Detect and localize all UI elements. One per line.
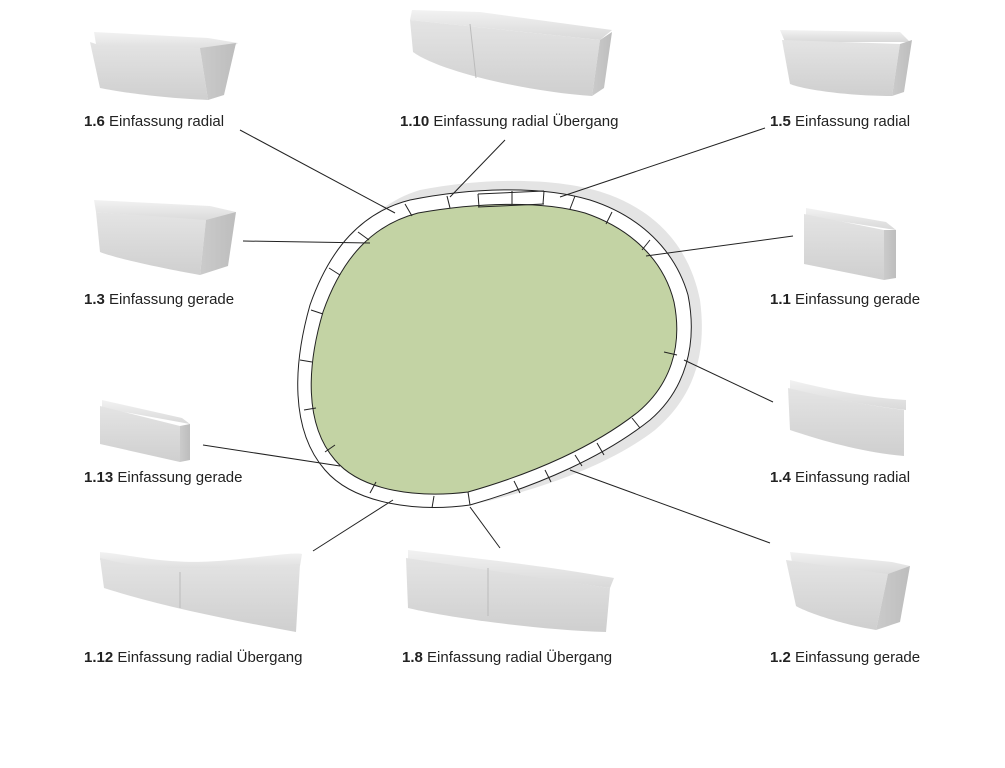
stone-1-12 [100, 552, 302, 632]
leader-1-12 [312, 499, 394, 552]
leader-1-2 [569, 469, 771, 544]
curb-joints [299, 190, 678, 509]
stone-1-8 [406, 550, 614, 632]
stone-1-2 [786, 552, 910, 630]
label-1-5: 1.5 Einfassung radial [770, 113, 911, 130]
stone-1-1 [804, 208, 896, 280]
planting-bed [310, 203, 678, 495]
stone-1-4 [788, 380, 906, 456]
label-1-2: 1.2 Einfassung gerade [770, 649, 921, 666]
label-1-13: 1.13 Einfassung gerade [84, 469, 243, 486]
leader-1-3 [242, 240, 371, 244]
stone-1-5 [780, 30, 912, 96]
leader-1-5 [559, 127, 766, 198]
leader-1-13 [202, 444, 341, 467]
leader-1-8 [469, 506, 501, 549]
leader-1-6 [239, 129, 396, 214]
label-1-10: 1.10 Einfassung radial Übergang [400, 113, 619, 130]
label-1-1: 1.1 Einfassung gerade [770, 291, 921, 308]
leader-1-4 [683, 359, 774, 403]
stone-1-10 [410, 10, 612, 96]
stone-1-13 [100, 400, 190, 462]
label-1-8: 1.8 Einfassung radial Übergang [402, 649, 613, 666]
label-1-3: 1.3 Einfassung gerade [84, 291, 235, 308]
leader-1-10 [449, 139, 506, 198]
stone-1-3 [94, 200, 236, 275]
label-1-6: 1.6 Einfassung radial [84, 113, 225, 130]
label-1-12: 1.12 Einfassung radial Übergang [84, 649, 303, 666]
leader-1-1 [645, 235, 794, 257]
bed-plan [297, 180, 702, 509]
label-1-4: 1.4 Einfassung radial [770, 469, 911, 486]
stone-1-6 [90, 32, 238, 100]
leader-lines [202, 127, 794, 552]
